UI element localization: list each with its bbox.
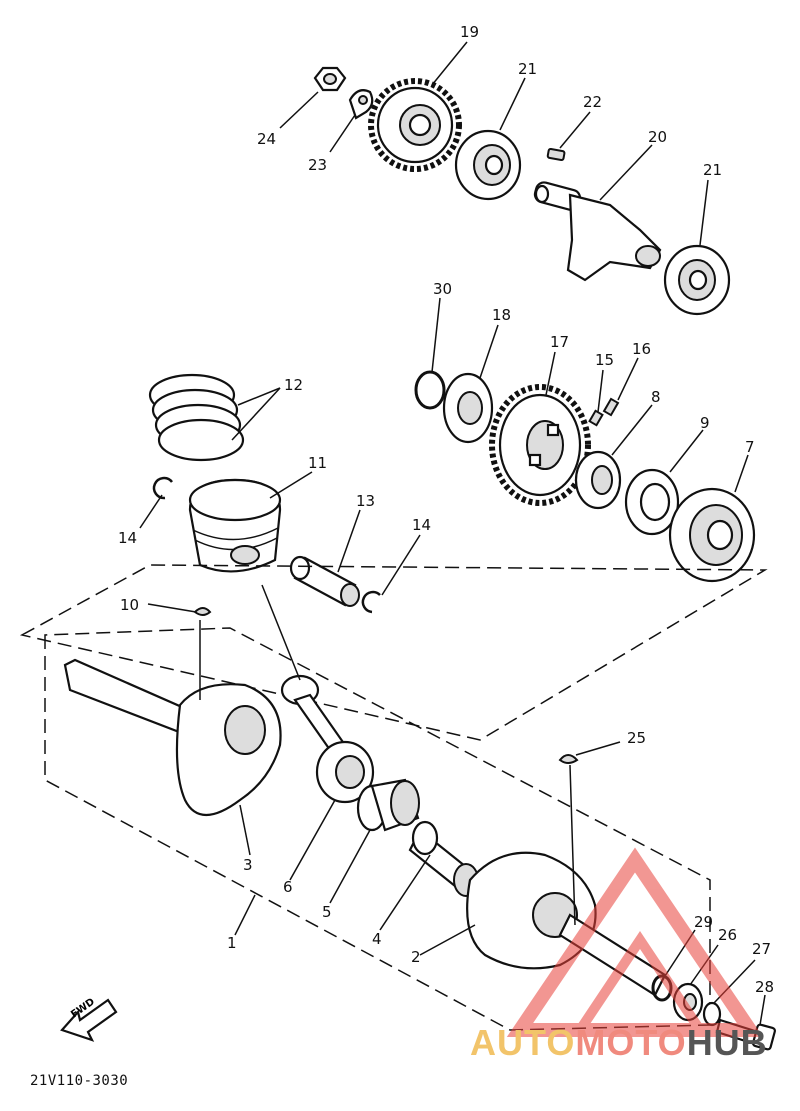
callout-20: 20 bbox=[648, 128, 668, 146]
nut-8 bbox=[574, 450, 622, 510]
callout-8: 8 bbox=[651, 388, 661, 406]
callout-30: 30 bbox=[433, 280, 453, 298]
key-25 bbox=[558, 754, 579, 764]
spring-15 bbox=[588, 409, 604, 427]
balancer-shaft-20 bbox=[533, 181, 662, 282]
callout-5: 5 bbox=[322, 903, 332, 921]
callout-2: 2 bbox=[411, 948, 421, 966]
pin-16 bbox=[602, 397, 620, 417]
leader-lines bbox=[139, 41, 766, 1026]
callout-13: 13 bbox=[356, 492, 376, 510]
callout-28: 28 bbox=[755, 978, 775, 996]
crank-pin-4 bbox=[408, 820, 479, 897]
callout-22: 22 bbox=[583, 93, 603, 111]
gear-19 bbox=[368, 78, 462, 172]
watermark-logo: AUTOMOTOHUB bbox=[470, 1022, 768, 1064]
piston-pin-13 bbox=[289, 555, 360, 607]
watermark-part-1: AUTO bbox=[470, 1022, 576, 1063]
callout-29: 29 bbox=[694, 913, 714, 931]
bearing-21-top bbox=[454, 129, 522, 201]
callout-27: 27 bbox=[752, 940, 772, 958]
callout-16: 16 bbox=[632, 340, 652, 358]
plate-18 bbox=[442, 372, 494, 444]
callout-4: 4 bbox=[372, 930, 382, 948]
needle-bearing-5 bbox=[356, 778, 420, 832]
clip-14-right bbox=[361, 590, 381, 614]
callout-15: 15 bbox=[595, 351, 615, 369]
callout-14a: 14 bbox=[118, 529, 138, 547]
fwd-arrow-icon bbox=[60, 998, 118, 1042]
watermark-triangle-icon bbox=[506, 847, 764, 1037]
callout-23: 23 bbox=[308, 156, 328, 174]
callout-18: 18 bbox=[492, 306, 512, 324]
callout-3: 3 bbox=[243, 856, 253, 874]
callout-1: 1 bbox=[227, 934, 237, 952]
piston-rings-12 bbox=[148, 373, 245, 462]
lock-washer-23 bbox=[348, 89, 374, 120]
callout-9: 9 bbox=[700, 414, 710, 432]
watermark-part-2: MOTO bbox=[575, 1022, 687, 1063]
callout-26: 26 bbox=[718, 926, 738, 944]
callout-7: 7 bbox=[745, 438, 755, 456]
washer-9 bbox=[624, 468, 680, 536]
callout-11: 11 bbox=[308, 454, 328, 472]
bearing-7 bbox=[668, 487, 756, 583]
bearing-21-right bbox=[663, 244, 731, 316]
dashed-box-upper bbox=[19, 564, 768, 741]
callout-24: 24 bbox=[257, 130, 277, 148]
key-22 bbox=[546, 148, 566, 162]
circlip-30 bbox=[414, 370, 446, 410]
callout-6: 6 bbox=[283, 878, 293, 896]
gear-17 bbox=[489, 384, 591, 506]
callout-21a: 21 bbox=[518, 60, 538, 78]
key-10 bbox=[193, 607, 212, 616]
piston-11 bbox=[188, 478, 282, 573]
watermark-part-3: HUB bbox=[686, 1022, 768, 1063]
nut-24 bbox=[313, 66, 347, 92]
callout-12: 12 bbox=[284, 376, 304, 394]
callout-25: 25 bbox=[627, 729, 647, 747]
connecting-rod-6 bbox=[280, 674, 375, 804]
crank-left-3 bbox=[63, 658, 282, 816]
diagram-code: 21V110-3030 bbox=[30, 1073, 129, 1089]
callout-10: 10 bbox=[120, 596, 140, 614]
callout-19: 19 bbox=[460, 23, 480, 41]
callout-14b: 14 bbox=[412, 516, 432, 534]
clip-14-left bbox=[152, 476, 173, 500]
callout-17: 17 bbox=[550, 333, 570, 351]
callout-21b: 21 bbox=[703, 161, 723, 179]
